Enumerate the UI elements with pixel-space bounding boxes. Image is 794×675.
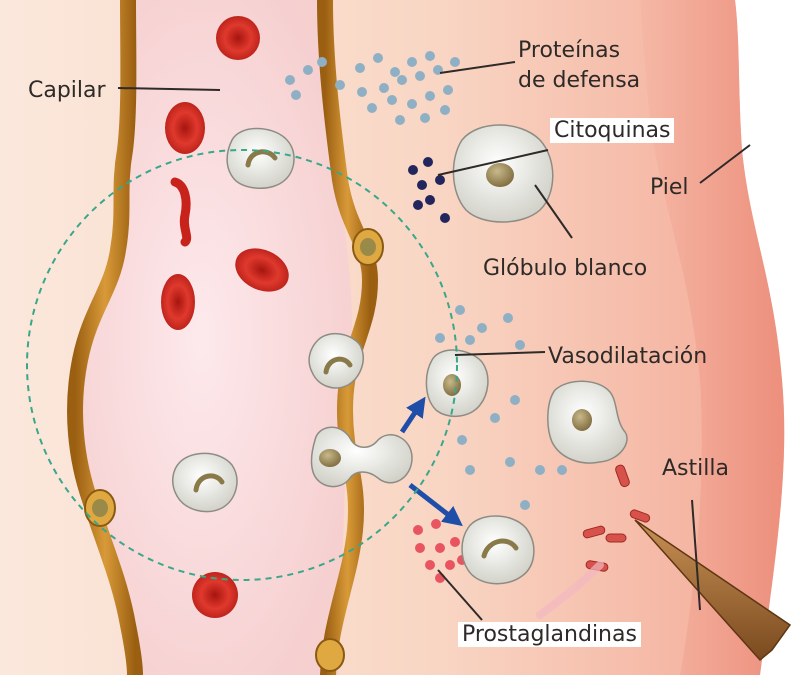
prostaglandin-dot: [415, 543, 425, 553]
defense-protein-dot: [390, 67, 400, 77]
prostaglandin-dot: [445, 560, 455, 570]
cytokine-dot: [413, 200, 423, 210]
white-blood-cell: [462, 516, 534, 584]
defense-protein-dot: [535, 465, 545, 475]
defense-protein-dot: [465, 335, 475, 345]
defense-protein-dot: [367, 103, 377, 113]
defense-protein-dot: [557, 465, 567, 475]
endothelial-nucleus: [316, 639, 344, 671]
cytokine-dot: [435, 175, 445, 185]
defense-protein-dot: [291, 90, 301, 100]
label-citoquinas: Citoquinas: [550, 118, 674, 143]
label-proteinas-line1: Proteínas: [518, 38, 620, 63]
defense-protein-dot: [457, 435, 467, 445]
prostaglandin-dot: [413, 525, 423, 535]
defense-protein-dot: [435, 333, 445, 343]
defense-protein-dot: [515, 340, 525, 350]
cytokine-dot: [417, 180, 427, 190]
prostaglandin-dot: [431, 519, 441, 529]
label-proteinas-line2: de defensa: [518, 68, 640, 93]
defense-protein-dot: [450, 57, 460, 67]
prostaglandin-dot: [450, 537, 460, 547]
defense-protein-dot: [490, 413, 500, 423]
cytokine-dot: [440, 213, 450, 223]
label-capilar: Capilar: [28, 78, 106, 103]
defense-protein-dot: [373, 53, 383, 63]
defense-protein-dot: [407, 99, 417, 109]
cytokine-dot: [423, 157, 433, 167]
defense-protein-dot: [357, 87, 367, 97]
defense-protein-dot: [303, 65, 313, 75]
defense-protein-dot: [387, 95, 397, 105]
white-blood-cell: [453, 125, 552, 222]
defense-protein-dot: [425, 91, 435, 101]
defense-protein-dot: [510, 395, 520, 405]
red-blood-cell: [161, 274, 195, 330]
defense-protein-dot: [455, 305, 465, 315]
white-blood-cell: [173, 453, 237, 511]
label-globulo-blanco: Glóbulo blanco: [483, 256, 647, 281]
defense-protein-dot: [415, 71, 425, 81]
defense-protein-dot: [503, 313, 513, 323]
defense-protein-dot: [440, 105, 450, 115]
label-prostaglandinas: Prostaglandinas: [458, 622, 641, 647]
cytokine-dot: [408, 165, 418, 175]
defense-protein-dot: [505, 457, 515, 467]
defense-protein-dot: [285, 75, 295, 85]
endothelial-nucleus-core: [360, 238, 376, 256]
defense-protein-dot: [335, 80, 345, 90]
prostaglandin-dot: [435, 543, 445, 553]
red-blood-cell: [165, 102, 205, 154]
defense-protein-dot: [397, 75, 407, 85]
prostaglandin-dot: [425, 560, 435, 570]
white-blood-cell: [227, 128, 294, 188]
label-piel: Piel: [650, 175, 689, 200]
endothelial-nucleus-core: [92, 499, 108, 517]
prostaglandin-dot: [435, 573, 445, 583]
red-blood-cell: [216, 16, 260, 60]
defense-protein-dot: [443, 85, 453, 95]
defense-protein-dot: [465, 465, 475, 475]
cytokine-dot: [425, 195, 435, 205]
defense-protein-dot: [520, 500, 530, 510]
label-vasodilatacion: Vasodilatación: [548, 344, 707, 369]
defense-protein-dot: [379, 83, 389, 93]
white-blood-cell: [309, 334, 363, 388]
defense-protein-dot: [477, 323, 487, 333]
defense-protein-dot: [425, 51, 435, 61]
defense-protein-dot: [420, 113, 430, 123]
defense-protein-dot: [317, 57, 327, 67]
defense-protein-dot: [395, 115, 405, 125]
label-astilla: Astilla: [662, 456, 729, 481]
defense-protein-dot: [407, 57, 417, 67]
defense-protein-dot: [355, 63, 365, 73]
